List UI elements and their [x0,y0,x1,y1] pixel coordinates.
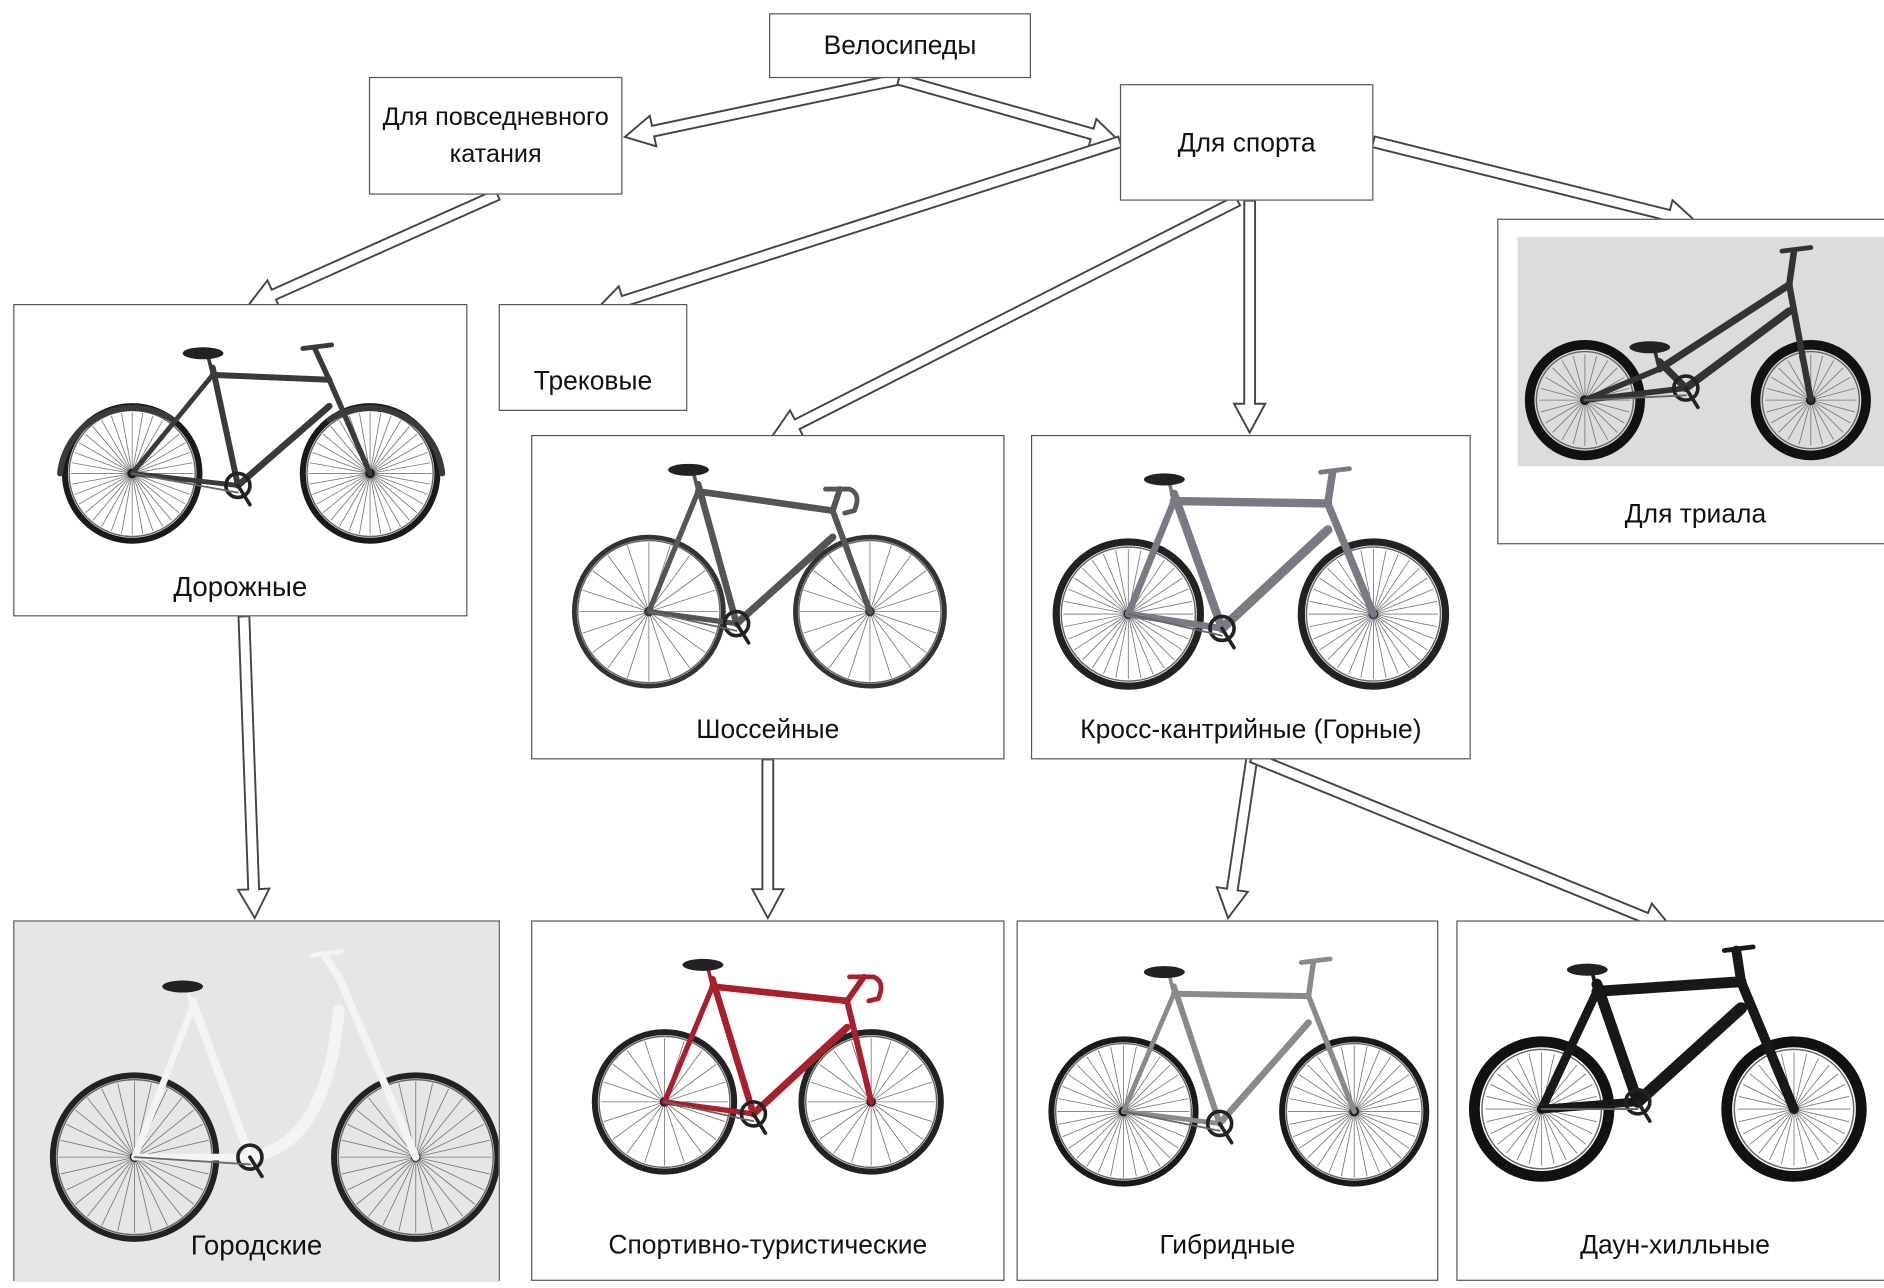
arrow-cross-to-downhill [1248,750,1675,934]
node-trial: Для триала [1497,218,1884,545]
node-hybrid-label: Гибридные [1159,1229,1296,1260]
node-everyday: Для повседневного катания [368,76,623,195]
node-cross-label: Кросс-кантрийные (Горные) [1080,713,1422,744]
mountain-bike-photo-frame [1032,448,1469,700]
node-root-label: Велосипеды [823,30,977,61]
sport-touring-bike-photo-frame [532,934,1003,1210]
touring-bike-photo-frame [14,317,466,557]
downhill-bike-photo [1468,944,1867,1182]
arrow-root-to-sport [896,72,1122,151]
hybrid-bike-photo [1048,956,1430,1187]
node-hybrid: Гибридные [1016,920,1439,1281]
city-bike-photo-frame [14,921,501,1283]
arrow-sport-to-track [594,135,1123,318]
node-road: Дорожные [13,304,468,617]
node-highway: Шоссейные [531,434,1005,760]
node-cross: Кросс-кантрийные (Горные) [1030,434,1471,760]
arrow-everyday-to-road [245,188,501,311]
node-track-label: Трековые [533,365,653,396]
trial-bike-photo-frame [1517,236,1884,467]
node-road-label: Дорожные [173,570,308,603]
node-city-label: Городские [190,1229,323,1261]
trial-bike-photo [1524,245,1871,461]
node-city: Городские [13,920,501,1283]
node-track: Трековые [498,304,688,411]
road-bike-photo-frame [532,448,1003,700]
node-sport-label: Для спорта [1177,126,1316,157]
sport-touring-bike-photo [591,958,944,1175]
city-bike-photo [49,949,501,1242]
arrow-sport-to-trial [1370,135,1699,232]
node-sporttour: Спортивно-туристические [531,920,1005,1281]
node-downhill: Даун-хилльные [1456,920,1884,1281]
road-bike-photo [571,463,947,689]
node-downhill-label: Даун-хилльные [1580,1229,1770,1260]
hybrid-bike-photo-frame [1018,934,1437,1210]
node-sport: Для спорта [1119,84,1374,201]
arrow-root-to-everyday [622,72,902,148]
arrow-road-to-city [236,615,271,921]
arrow-highway-to-sporttour [750,758,786,921]
touring-bike-photo [57,342,446,544]
arrow-sport-to-cross [1232,199,1267,435]
node-sporttour-label: Спортивно-туристические [608,1229,928,1260]
downhill-bike-photo-frame [1458,934,1884,1210]
node-highway-label: Шоссейные [696,713,840,744]
node-everyday-label: Для повседневного катания [382,103,609,169]
node-trial-label: Для триала [1624,498,1767,529]
mountain-bike-photo [1052,466,1450,690]
arrow-cross-to-hybrid [1215,755,1259,921]
node-root: Велосипеды [769,13,1031,79]
